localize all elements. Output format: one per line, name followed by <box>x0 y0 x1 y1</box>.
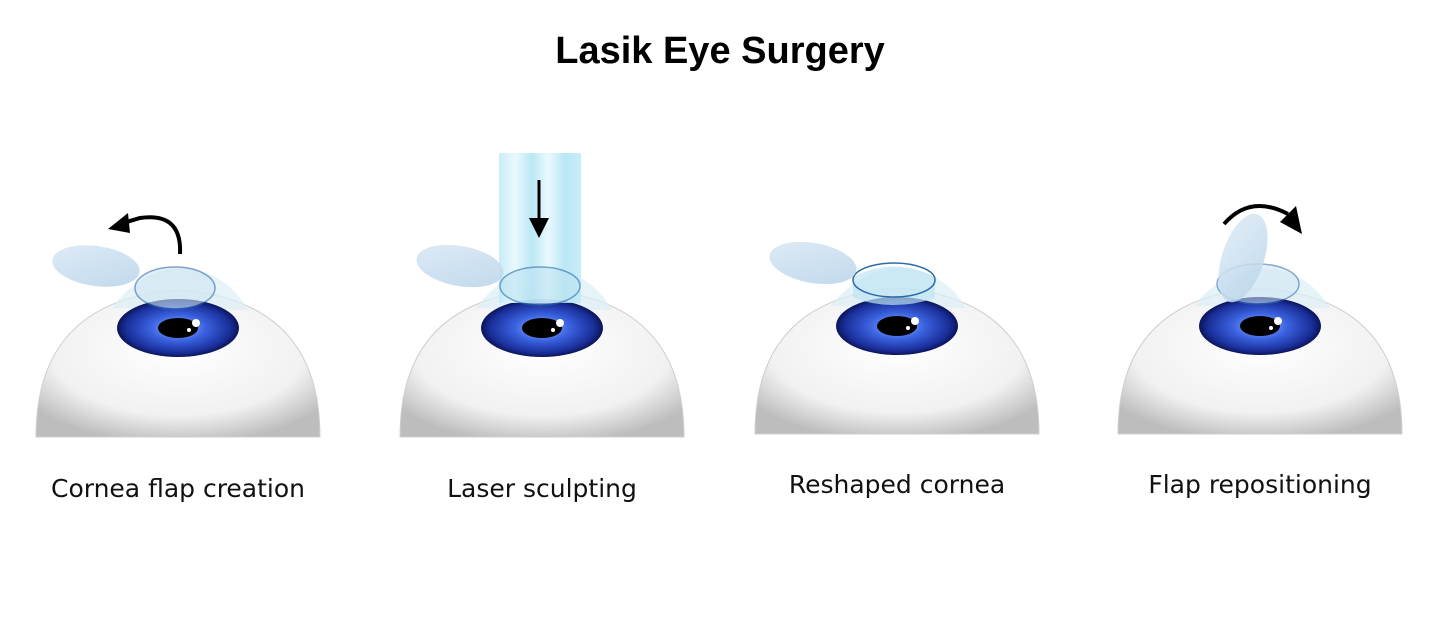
curved-arrow-left-icon <box>119 215 183 255</box>
step-4-illustration <box>1117 204 1403 435</box>
step-1-label: Cornea flap creation <box>50 474 306 503</box>
reshaped-cornea <box>853 266 935 305</box>
pupil <box>522 318 562 338</box>
flap <box>416 244 504 288</box>
flap <box>769 241 857 285</box>
flap <box>1218 213 1268 303</box>
step-3-label: Reshaped cornea <box>788 470 1006 499</box>
step-2-label: Laser sculpting <box>447 474 637 503</box>
curved-arrow-right-icon <box>1222 204 1289 226</box>
pupil <box>158 318 198 338</box>
step-1-illustration <box>35 213 321 438</box>
pupil <box>1240 316 1280 336</box>
flap <box>52 245 140 287</box>
eye-highlight <box>192 319 200 327</box>
eye-highlight <box>556 319 564 327</box>
eye-highlight <box>911 317 919 325</box>
pupil <box>877 316 917 336</box>
step-2-illustration <box>399 153 685 438</box>
cornea-flap-ring <box>134 266 216 310</box>
eye-highlight <box>1274 317 1282 325</box>
page-title: Lasik Eye Surgery <box>555 30 885 72</box>
cornea-flap-ring <box>499 266 581 306</box>
step-4-label: Flap repositioning <box>1148 470 1372 499</box>
step-3-illustration <box>754 241 1040 435</box>
